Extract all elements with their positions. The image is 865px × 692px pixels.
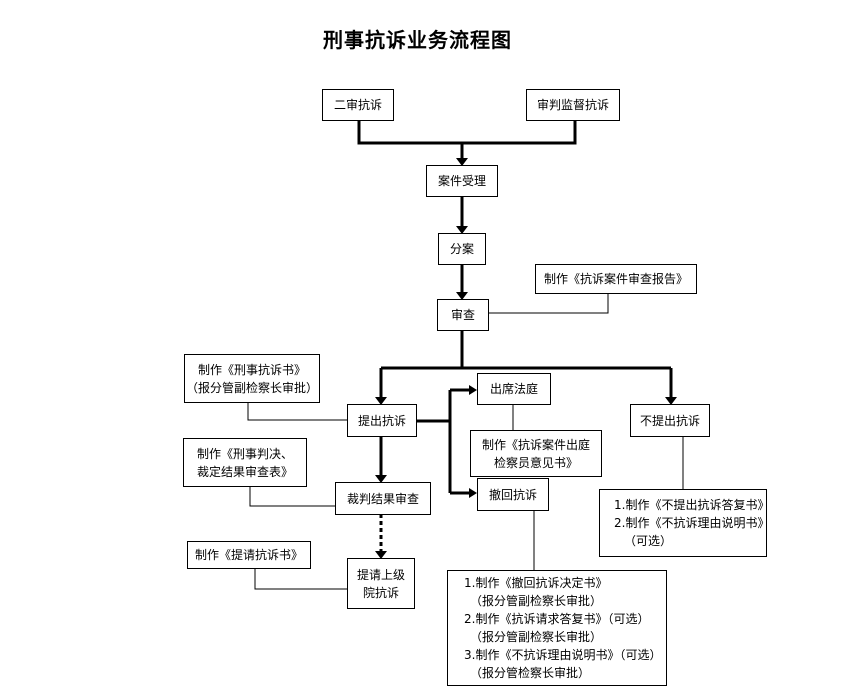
node-request-superior-line-2: 院抗诉 [362,585,399,600]
node-no-protest-docs-line-3: （可选） [624,534,673,548]
node-court-opinion-line-1: 制作《抗诉案件出庭 [481,437,590,452]
node-no-protest-docs-line-1: 1.制作《不提出抗诉答复书》 [614,498,770,512]
node-withdraw-docs-line-3: 2.制作《抗诉请求答复书》（可选） [464,612,650,626]
merge-line [357,120,577,145]
node-request-superior: 提请上级 院抗诉 [347,558,415,609]
node-second-instance-protest: 二审抗诉 [322,89,394,121]
node-judgment-table-line-2: 裁定结果审查表》 [196,464,293,479]
node-assignment: 分案 [438,233,486,265]
page-title: 刑事抗诉业务流程图 [323,28,512,52]
node-withdraw-docs-line-1: 1.制作《撤回抗诉决定书》 [464,576,608,590]
node-protest-doc-line-2: （报分管副检察长审批） [185,380,318,395]
node-protest-doc: 制作《刑事抗诉书》 （报分管副检察长审批） [184,354,320,403]
node-review: 审查 [437,299,489,331]
node-judgment-table: 制作《刑事判决、 裁定结果审查表》 [183,438,307,487]
node-judgment-review: 裁判结果审查 [335,482,431,515]
node-withdraw-docs: 1.制作《撤回抗诉决定书》 （报分管副检察长审批） 2.制作《抗诉请求答复书》（… [447,570,667,686]
node-no-protest-docs-line-2: 2.制作《不抗诉理由说明书》 [614,516,770,530]
node-withdraw-docs-line-6: （报分管检察长审批） [470,666,591,680]
node-court-opinion: 制作《抗诉案件出庭 检察员意见书》 [470,430,602,477]
node-request-superior-line-1: 提请上级 [356,567,405,582]
node-withdraw-docs-line-5: 3.制作《不抗诉理由说明书》（可选） [464,648,662,662]
node-case-acceptance: 案件受理 [426,165,498,197]
node-court-opinion-line-2: 检察员意见书》 [493,455,578,470]
node-review-report: 制作《抗诉案件审查报告》 [535,264,697,294]
node-no-protest: 不提出抗诉 [630,404,710,437]
node-attend-court: 出席法庭 [477,373,551,405]
node-judgment-table-line-1: 制作《刑事判决、 [196,446,293,461]
node-request-doc: 制作《提请抗诉书》 [187,541,311,569]
node-no-protest-docs: 1.制作《不提出抗诉答复书》 2.制作《不抗诉理由说明书》 （可选） [599,489,770,557]
node-withdraw-docs-line-2: （报分管副检察长审批） [470,594,603,608]
node-protest-doc-line-1: 制作《刑事抗诉书》 [197,362,306,377]
node-file-protest: 提出抗诉 [347,404,417,437]
node-trial-supervision-protest: 审判监督抗诉 [526,89,620,121]
node-withdraw-protest: 撤回抗诉 [477,478,549,511]
node-withdraw-docs-line-4: （报分管副检察长审批） [470,630,603,644]
